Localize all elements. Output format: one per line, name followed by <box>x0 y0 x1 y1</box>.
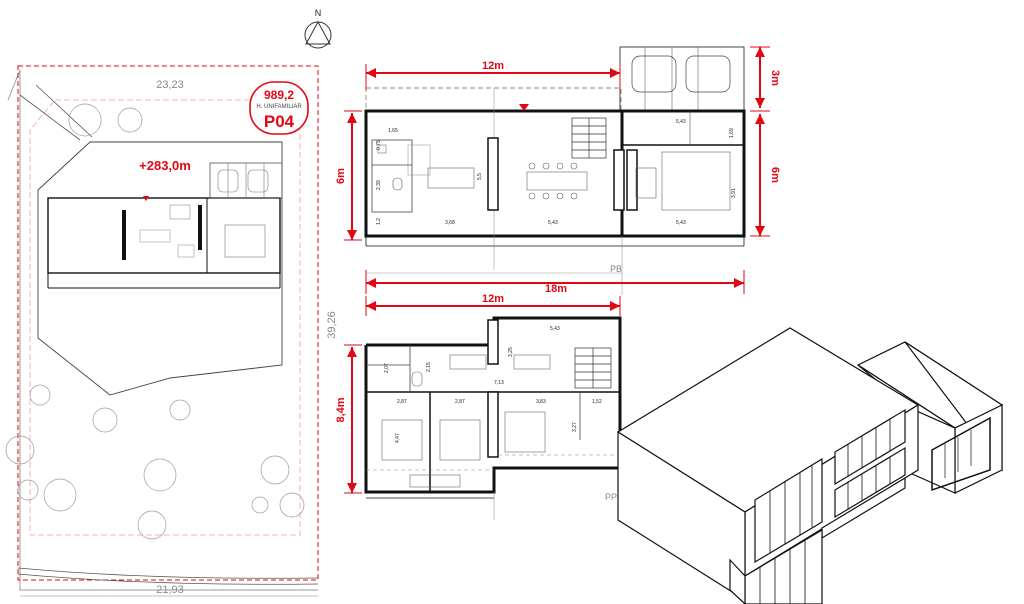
uf-dim-6: 4,47 <box>395 433 401 443</box>
uf-dim-7: 3,25 <box>508 347 514 357</box>
uf-dim-10: 2,07 <box>384 363 390 373</box>
gf-dimension-lines <box>344 46 770 311</box>
buildable-area <box>37 141 283 396</box>
gf-dim-2: 2,39 <box>376 180 382 190</box>
uf-dim-2: 2,87 <box>397 399 407 405</box>
gf-dim-3: 1,2 <box>376 218 382 225</box>
uf-dim-top: 12m <box>482 293 504 305</box>
gf-dim-right: 6m <box>769 167 781 183</box>
uf-dim-8: 7,13 <box>494 380 504 386</box>
north-arrow: N <box>304 8 332 49</box>
gf-dim-8: 5,5 <box>477 173 483 180</box>
site-trees <box>5 103 305 540</box>
site-side-dimension: 39,26 <box>326 311 338 339</box>
gf-dim-bottom: 18m <box>545 283 567 295</box>
upper-floor-plan: 12m <box>335 293 623 520</box>
site-area-label: +283,0m <box>139 158 191 173</box>
gf-dim-5: 5,43 <box>548 220 558 226</box>
gf-dim-1: 1,65 <box>388 128 398 134</box>
stairs <box>571 117 607 159</box>
site-top-dimension: 23,23 <box>156 79 184 91</box>
site-house-plan <box>47 162 283 289</box>
uf-dim-9: 2,15 <box>426 362 432 372</box>
uf-dim-5: 1,52 <box>592 399 602 405</box>
uf-dim-left: 8,4m <box>335 397 347 422</box>
gf-dim-9: 1,69 <box>729 128 735 138</box>
badge-subtitle: H. UNIFAMILIAR <box>256 104 302 110</box>
gf-dim-top: 12m <box>482 60 504 72</box>
gf-dim-6: 5,43 <box>676 119 686 125</box>
site-plan: 23,23 39,26 21,93 +283,0m 989,2 H. UNIFA… <box>5 65 338 597</box>
gf-dim-7: 5,43 <box>676 220 686 226</box>
gf-dim-4: 3,68 <box>445 220 455 226</box>
gf-level-label: PB <box>610 264 622 274</box>
carport <box>619 46 745 111</box>
plot-badge: 989,2 H. UNIFAMILIAR P04 <box>249 81 309 135</box>
badge-code: P04 <box>264 112 295 131</box>
north-label: N <box>315 8 322 18</box>
entrance-marker <box>519 104 529 111</box>
gf-dim-10: 3,91 <box>731 188 737 198</box>
uf-dim-1: 5,43 <box>550 326 560 332</box>
site-bottom-dimension: 21,93 <box>156 584 184 596</box>
badge-value: 989,2 <box>264 88 294 102</box>
gf-dim-11: 0,75 <box>376 140 382 150</box>
uf-dim-4: 3,83 <box>536 399 546 405</box>
axonometric-view <box>616 327 1004 604</box>
uf-dim-3: 2,87 <box>455 399 465 405</box>
gf-dim-parking: 3m <box>769 70 781 86</box>
ground-floor-plan: 1,65 2,39 1,2 3,68 5,43 5,43 5,43 5,5 1,… <box>335 46 781 311</box>
plot-boundary <box>17 65 319 581</box>
uf-dim-11: 3,27 <box>572 422 578 432</box>
gf-dim-left: 6m <box>335 168 347 184</box>
uf-level-label: PP <box>605 492 617 502</box>
